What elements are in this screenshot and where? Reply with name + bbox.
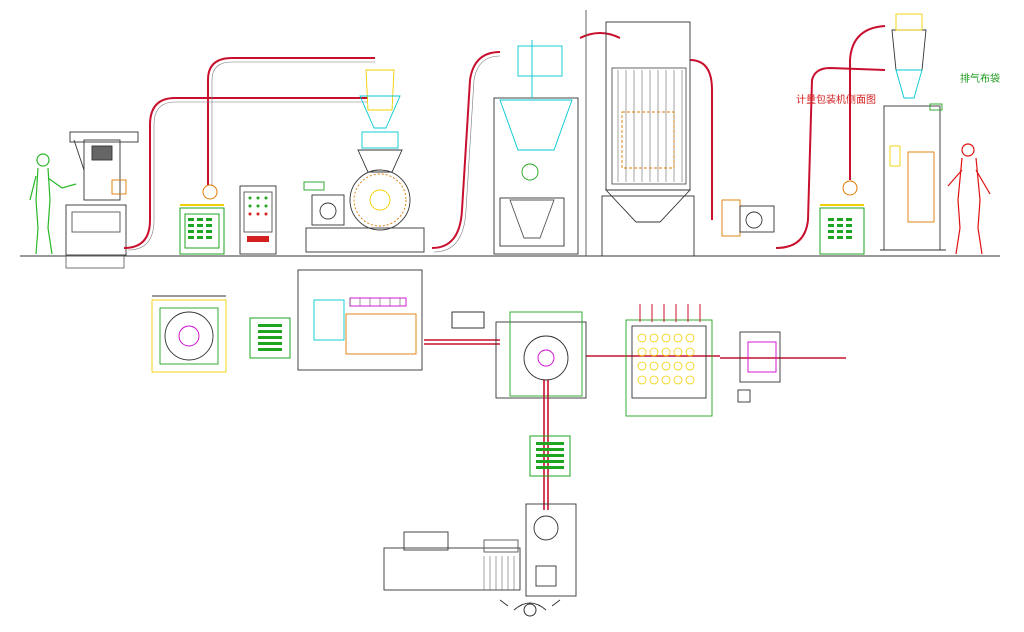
exhaust-bag-label: 排气布袋 <box>960 72 1000 85</box>
metering-packaging-machine <box>880 13 946 251</box>
vacuum-feeder-1 <box>179 184 225 255</box>
electrical-control-cabinet <box>239 185 277 255</box>
plan-tag-box <box>451 311 485 329</box>
bag-filter-plan <box>625 304 713 417</box>
operator-left-figure <box>29 153 77 255</box>
bag-filter-dust-collector <box>585 10 695 257</box>
cyclone-separator <box>493 40 579 255</box>
exhaust-fan <box>721 199 775 237</box>
conveying-pipes <box>123 25 886 249</box>
feeding-station <box>65 131 139 269</box>
vacuum-feeder-2 <box>819 180 865 255</box>
operator-plan-figure <box>499 599 561 617</box>
conveying-pipes-inner <box>127 55 501 253</box>
vacuum-feeder-plan-1 <box>249 317 291 359</box>
exhaust-fan-plan <box>737 331 781 403</box>
grinding-mill-plan <box>297 269 423 371</box>
feeding-station-plan <box>151 295 227 373</box>
cyclone-separator-plan <box>495 311 587 399</box>
plan-pipe-horizontal <box>424 339 846 359</box>
vacuum-feeder-plan-2 <box>529 435 571 477</box>
side-view-label: 计量包装机侧面图 <box>796 93 876 106</box>
packaging-machine-plan <box>383 503 577 597</box>
operator-right-figure <box>947 143 991 255</box>
grinding-mill <box>303 69 425 253</box>
